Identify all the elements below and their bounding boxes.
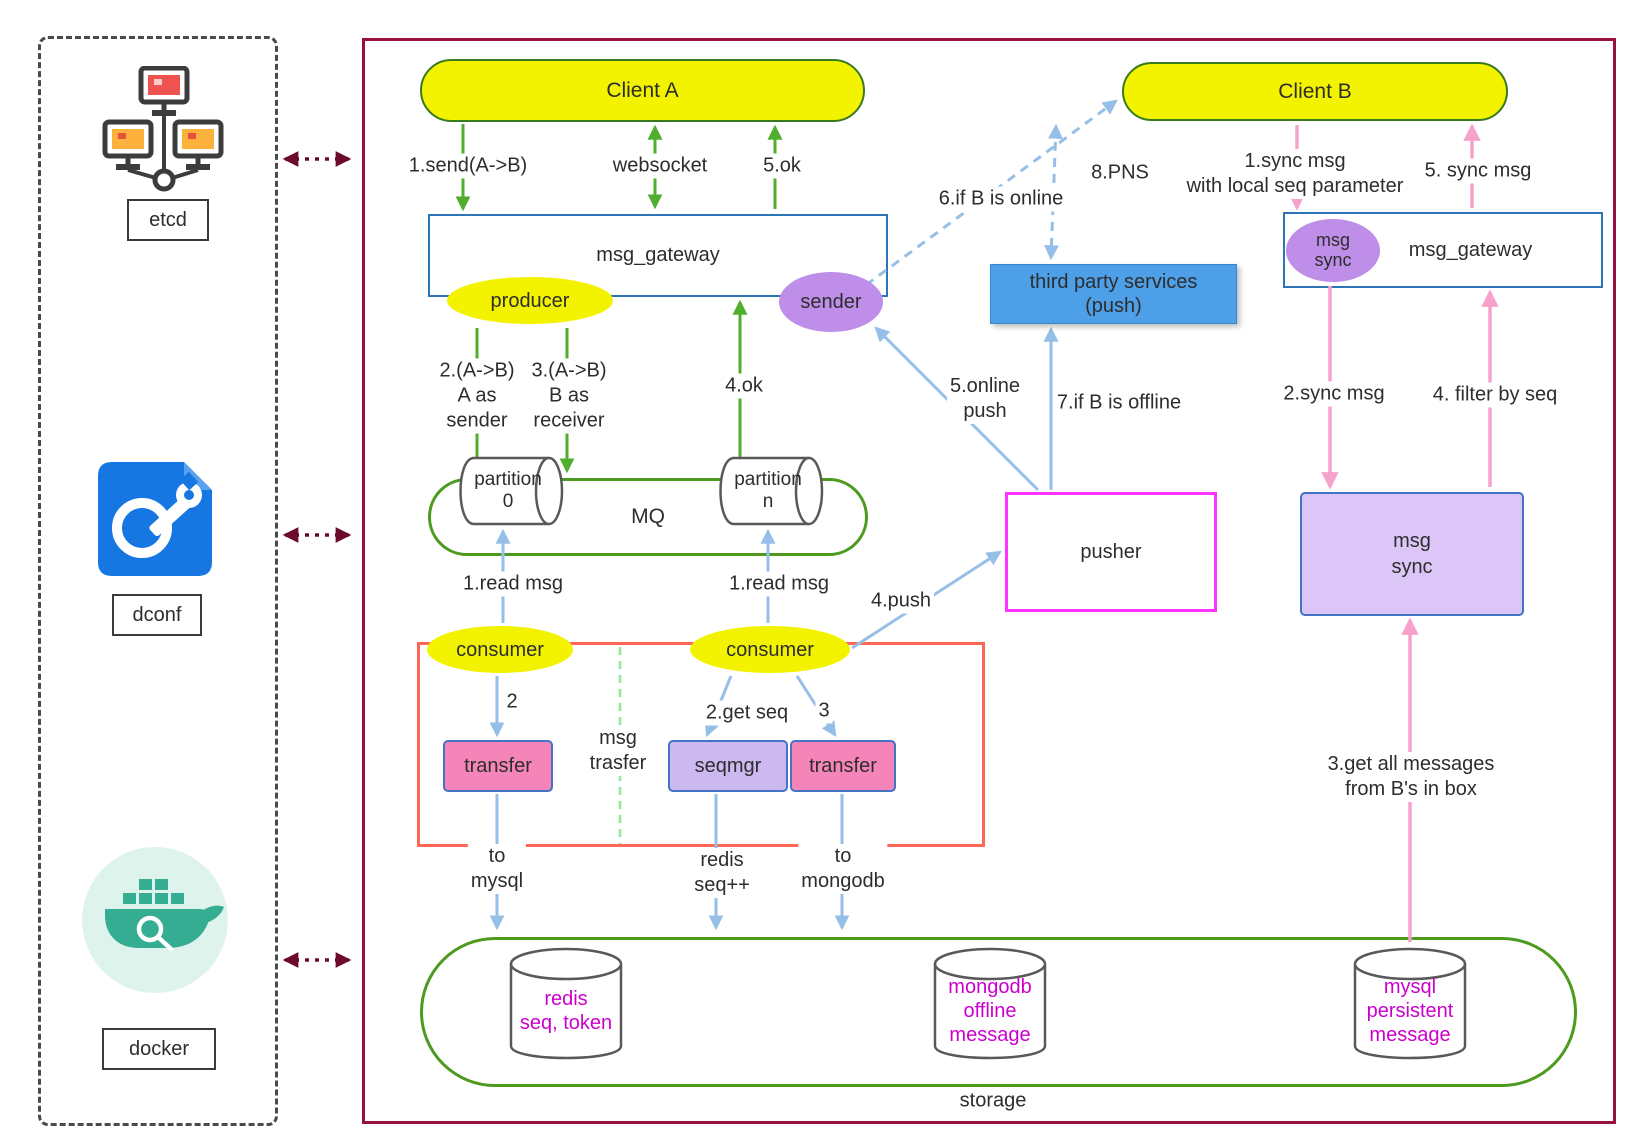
mysql-label: mysql persistent message <box>1366 976 1454 1046</box>
storage-label: storage <box>956 1088 1030 1114</box>
msg-transfer-group-label: msg trasfer <box>586 726 650 776</box>
client-b-label: Client B <box>1278 79 1352 103</box>
partition-n-label: partition n <box>734 469 802 512</box>
transfer-left-node: transfer <box>443 740 553 792</box>
msg-sync-ellipse: msg sync <box>1286 219 1380 282</box>
etcd-icon <box>102 66 224 192</box>
edge-label-to-mysql: to mysql <box>467 844 527 894</box>
infrastructure-panel <box>38 36 278 1126</box>
edge-label-online-push: 5.online push <box>946 374 1024 424</box>
mongodb-label: mongodb offline message <box>948 976 1032 1046</box>
mysql-cylinder <box>1353 947 1467 1060</box>
edge-label-pns: 8.PNS <box>1088 160 1152 186</box>
edge-label-sync-msg-5: 5. sync msg <box>1421 158 1535 184</box>
edge-if-b-online <box>865 99 1118 287</box>
partition-n-cylinder <box>719 456 824 526</box>
redis-label: redis seq, token <box>519 988 613 1034</box>
edge-label-read-msg-left: 1.read msg <box>459 571 567 597</box>
dconf-icon <box>98 462 212 576</box>
mongodb-db: mongodb offline message <box>932 946 1048 1066</box>
etcd-label-box: etcd <box>127 199 209 241</box>
dconf-label: dconf <box>132 603 182 626</box>
edge-label-read-msg-right: 1.read msg <box>725 571 833 597</box>
transfer-right-node: transfer <box>790 740 896 792</box>
docker-icon <box>82 847 228 993</box>
producer-node: producer <box>447 277 613 324</box>
edge-label-get-seq: 2.get seq <box>702 700 792 726</box>
redis-cylinder <box>509 947 623 1060</box>
sender-node: sender <box>779 272 883 332</box>
mq-partition-n: partition n <box>712 456 824 526</box>
etcd-label: etcd <box>149 208 187 231</box>
mq-title: MQ <box>631 505 665 528</box>
pusher-node: pusher <box>1005 492 1217 612</box>
edge-label-push: 4.push <box>867 588 935 614</box>
edge-label-get-all-messages: 3.get all messages from B's in box <box>1302 752 1520 802</box>
edge-label-step2: 2 <box>503 689 521 715</box>
third-party-services-node: third party services (push) <box>990 264 1237 324</box>
mq-partition-0: partition 0 <box>452 456 564 526</box>
partition-0-label: partition 0 <box>474 469 542 512</box>
mysql-db: mysql persistent message <box>1352 946 1468 1066</box>
edge-label-to-mongodb: to mongodb <box>798 844 888 894</box>
edge-label-send: 1.send(A->B) <box>405 153 531 179</box>
edge-label-ok5: 5.ok <box>760 153 804 179</box>
edge-label-if-b-online: 6.if B is online <box>935 186 1067 212</box>
client-a-node: Client A <box>420 59 865 122</box>
edge-label-sync-msg-param: 1.sync msg with local seq parameter <box>1183 149 1407 199</box>
client-a-label: Client A <box>606 78 679 102</box>
msg-sync-box-node: msg sync <box>1300 492 1524 616</box>
msg-gateway-right-title: msg_gateway <box>1408 238 1533 261</box>
seqmgr-node: seqmgr <box>668 740 788 792</box>
edge-label-b-as-receiver: 3.(A->B) B as receiver <box>528 358 610 434</box>
pusher-label: pusher <box>1080 540 1142 563</box>
edge-label-if-b-offline: 7.if B is offline <box>1053 390 1185 416</box>
consumer-left-node: consumer <box>427 626 573 673</box>
redis-db: redis seq, token <box>508 946 624 1066</box>
dconf-label-box: dconf <box>112 594 202 636</box>
edge-label-filter-by-seq: 4. filter by seq <box>1429 382 1561 408</box>
edge-label-a-as-sender: 2.(A->B) A as sender <box>436 358 518 434</box>
msg-gateway-left-title: msg_gateway <box>596 244 720 266</box>
consumer-right-node: consumer <box>690 626 850 673</box>
partition-0-cylinder <box>459 456 564 526</box>
mongodb-cylinder <box>933 947 1047 1060</box>
edge-label-websocket: websocket <box>609 153 711 179</box>
edge-label-step3: 3 <box>815 698 833 724</box>
edge-label-ok4: 4.ok <box>722 373 766 399</box>
edge-label-sync-msg-2: 2.sync msg <box>1280 381 1388 407</box>
docker-label: docker <box>128 1037 190 1060</box>
edge-label-redis-seq: redis seq++ <box>691 848 753 898</box>
docker-label-box: docker <box>102 1028 216 1070</box>
client-b-node: Client B <box>1122 62 1508 121</box>
